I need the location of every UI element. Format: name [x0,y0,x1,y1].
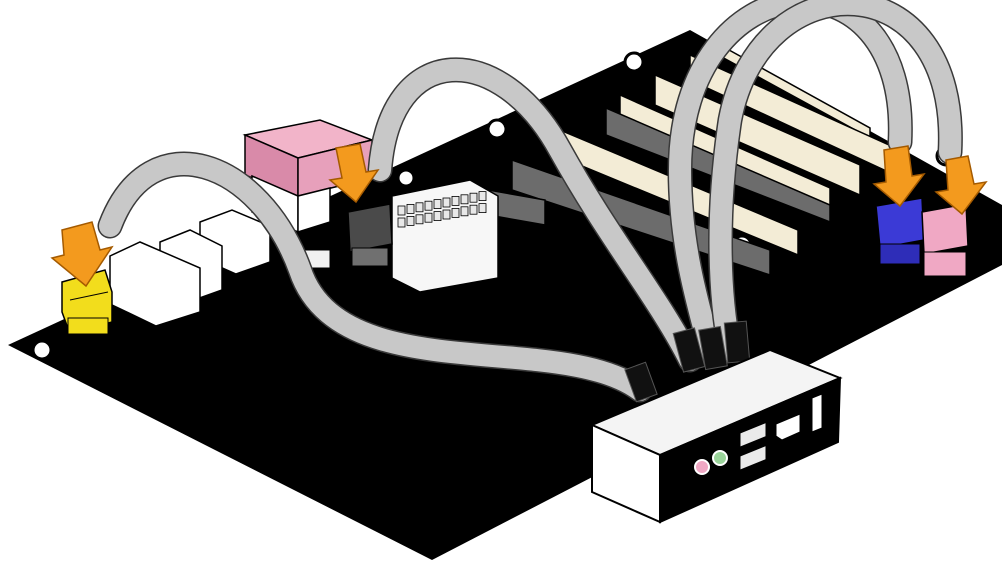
mounting-hole [396,168,416,188]
cable-ferrule [672,327,706,373]
power-pin [433,211,442,222]
header-yellow [61,269,113,335]
power-pin [424,212,433,223]
firewire-port-icon [775,413,801,441]
down-arrow-icon [50,221,114,288]
power-pin [406,215,415,226]
atx-power-connector [391,179,499,293]
power-pin [478,203,487,214]
front-panel-face [659,376,842,524]
cable-yellow-header [99,153,651,401]
audio-jack-icon [694,459,710,475]
power-pin [406,203,415,214]
power-pin [397,205,406,216]
cable-ferrule [723,320,751,364]
power-pin [478,191,487,202]
power-pin [469,204,478,215]
header-blue [875,197,925,265]
header-grey [347,203,393,267]
cable-ferrules [624,320,751,403]
power-pin [442,209,451,220]
pci-slot [654,73,861,197]
audio-jack-icon [712,450,728,466]
power-pin [460,194,469,205]
card-reader-slot-icon [811,393,823,433]
cable-blue-header [668,0,912,361]
cable-grey-header [369,59,701,371]
power-pin [451,207,460,218]
cable-ferrule [698,325,728,371]
cable-pink-header [709,0,962,361]
rear-io-port [297,187,331,234]
power-pin [460,206,469,217]
cables [97,0,963,403]
header-pink [921,203,969,277]
down-arrow-icon [328,143,380,204]
front-panel-bay [589,348,843,524]
power-pin [415,202,424,213]
power-pin [433,199,442,210]
down-arrow-icon [872,145,926,208]
cable-ferrule [624,361,658,403]
power-pin [469,192,478,203]
power-pin [397,217,406,228]
power-pin [442,197,451,208]
usb-port-icon [739,421,767,471]
power-pin [424,200,433,211]
arrows [50,143,988,288]
power-pin [415,214,424,225]
atx-power-pins [397,191,487,228]
mounting-hole [623,51,645,73]
power-pin [451,195,460,206]
down-arrow-icon [934,155,988,216]
mounting-hole [486,118,508,140]
mounting-hole [31,339,53,361]
